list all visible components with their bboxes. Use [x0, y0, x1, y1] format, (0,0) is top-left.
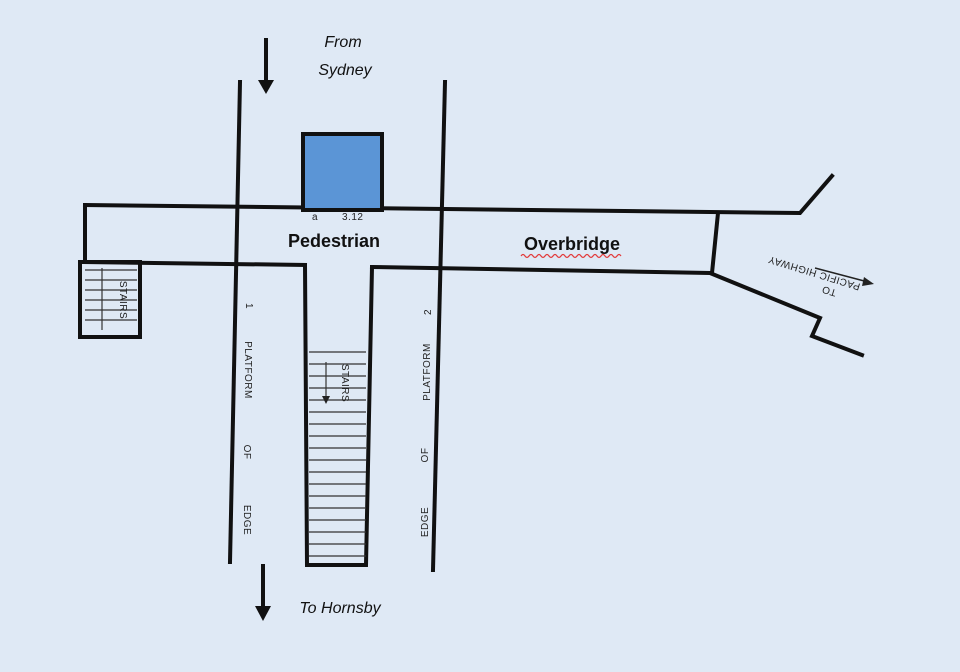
platform-1-edge-line: [227, 79, 243, 565]
platform-2-text: EDGE OF PLATFORM 2: [420, 309, 434, 537]
overbridge-bottom-edge: [83, 203, 308, 268]
center-stairs-outline: [302, 262, 375, 567]
arrow-to-hornsby-icon: [255, 564, 271, 621]
arrow-from-sydney-icon: [258, 38, 274, 94]
platform-1-text: EDGE OF PLATFORM 1: [241, 303, 254, 535]
platform-2-number: 2: [423, 309, 434, 315]
pedestrian-label: Pedestrian: [288, 231, 380, 251]
center-stairs-label: STAIRS: [339, 364, 350, 402]
svg-text:3.12: 3.12: [342, 212, 363, 223]
overbridge-label: Overbridge: [524, 234, 620, 254]
center-stair-treads: [309, 351, 366, 557]
spellcheck-squiggle: [520, 253, 622, 259]
center-stairs-label-group: STAIRS: [322, 362, 350, 404]
platform-1-number: 1: [243, 303, 254, 309]
highlight-box: [301, 132, 384, 212]
overbridge-lower-right-edge: [369, 264, 865, 358]
left-stairs: STAIRS: [78, 260, 142, 339]
platform-2-edge-line: [430, 79, 448, 573]
platform-2-word-of: OF: [420, 448, 431, 463]
left-stairs-label: STAIRS: [117, 281, 128, 319]
platform-2-word-platform: PLATFORM: [422, 343, 433, 401]
platform-1-word-platform: PLATFORM: [242, 341, 253, 399]
platform-1-word-edge: EDGE: [241, 505, 252, 535]
pacific-highway-direction: PACIFIC HIGHWAY TO: [767, 253, 874, 298]
pacific-highway-text: PACIFIC HIGHWAY: [767, 253, 862, 291]
overbridge-top-edge: [82, 173, 835, 216]
from-label-line2: Sydney: [318, 62, 372, 79]
overbridge-end-line: [709, 210, 721, 276]
to-hornsby-label: To Hornsby: [299, 600, 381, 617]
platform-1-word-of: OF: [241, 445, 252, 460]
from-label-line1: From: [324, 34, 361, 51]
pacific-highway-to-text: TO: [821, 283, 838, 298]
platform-2-word-edge: EDGE: [420, 507, 431, 537]
svg-text:a: a: [312, 212, 318, 223]
